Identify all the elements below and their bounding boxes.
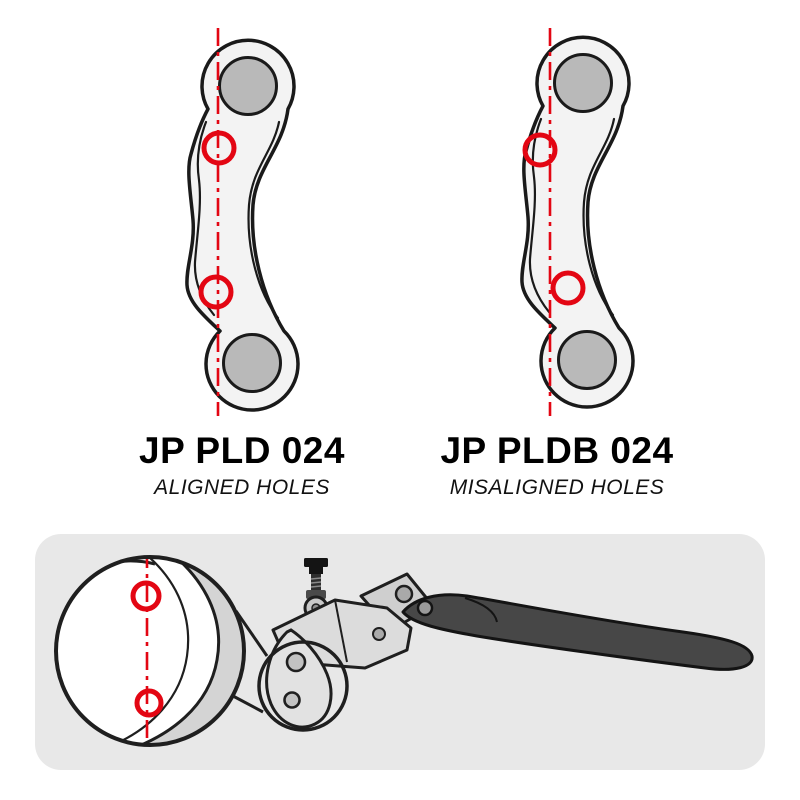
zoom-connector-line-bottom [232,694,264,714]
body-bolt [372,627,386,641]
plate-body [520,35,635,409]
zoom-connector-line-top [234,610,269,657]
product-subtitle: ALIGNED HOLES [154,476,330,499]
product-title: JP PLD 024 [139,430,345,471]
pivot-bolt [416,599,434,617]
thread-line [310,585,322,588]
magnified-hole-top [130,580,162,612]
clamp-bolt-hole [394,584,414,604]
magnifier-circle [54,555,246,747]
lever-hole-top [522,132,558,168]
product-subtitle: MISALIGNED HOLES [449,476,665,499]
brake-lever [401,593,754,671]
master-cylinder [265,558,435,729]
thread-line [310,577,322,580]
product-label-left: JP PLD 024 ALIGNED HOLES [139,432,345,500]
thread-line [310,581,322,584]
product-labels: JP PLD 024 ALIGNED HOLES JP PLDB 024 MIS… [0,430,800,508]
product-title: JP PLDB 024 [440,430,674,471]
magnified-hole-bottom [134,688,164,718]
lever-contour-line [464,597,498,623]
bolt-hex-head [304,558,328,567]
detail-circle [257,640,349,732]
mount-hole-bottom [283,691,301,709]
lower-mount-body [265,628,333,729]
plate-misaligned-illustration [520,28,635,416]
body-facet-line [334,599,348,663]
bolt-collar [309,567,323,574]
plate-body [185,38,300,412]
lever-hole-bottom [550,270,586,306]
mount-hole-top [285,651,307,673]
product-label-right: JP PLDB 024 MISALIGNED HOLES [440,432,673,500]
plates-figure [185,28,635,416]
lever-assembly-figure [54,555,754,747]
brake-lever-blade [401,593,754,671]
plate-aligned-illustration [185,28,300,416]
magnifier-background [56,557,244,745]
detail-panel [35,534,765,770]
lever-hole-bottom [198,274,234,310]
